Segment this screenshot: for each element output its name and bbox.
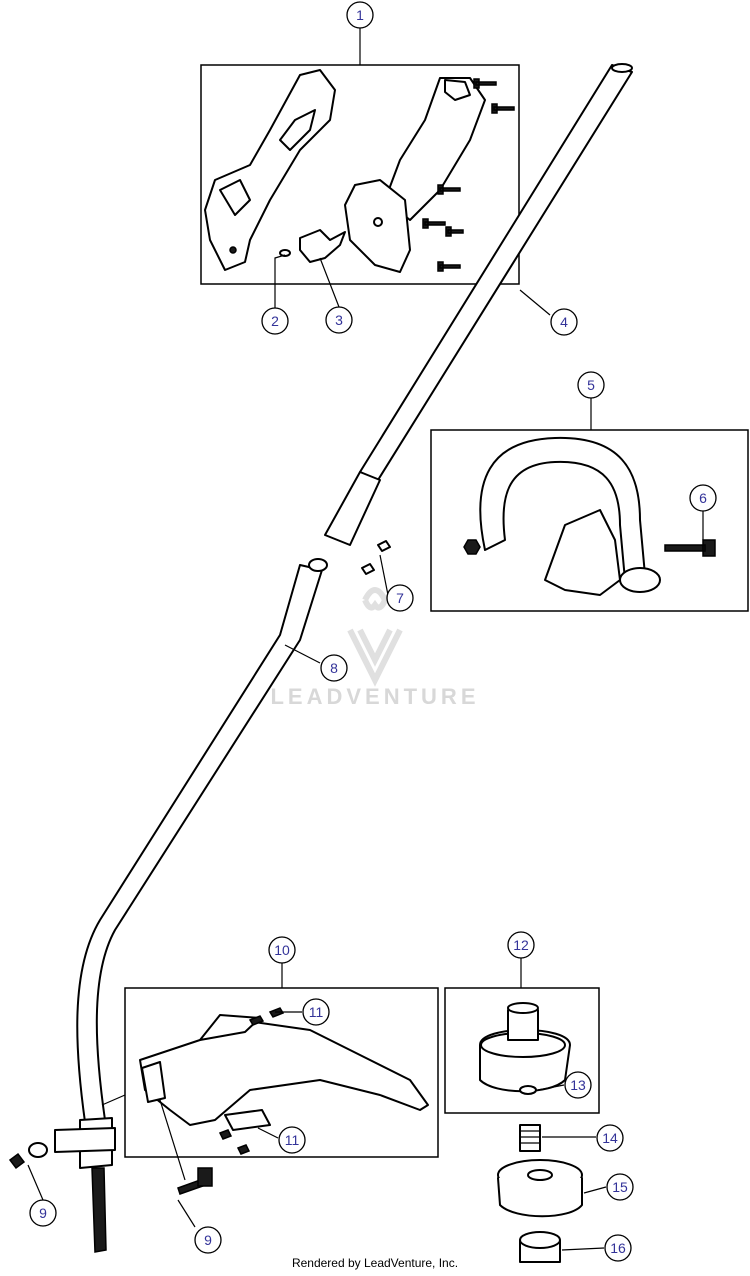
svg-text:9: 9 (204, 1232, 212, 1248)
callout-11-bottom: 11 (278, 1126, 306, 1154)
rear-handle-housing[interactable] (204, 69, 336, 271)
callout-9-left: 9 (29, 1199, 57, 1227)
callout-10: 10 (268, 936, 296, 964)
callout-9-center: 9 (194, 1226, 222, 1254)
svg-text:8: 8 (330, 660, 338, 676)
watermark-logo (347, 587, 403, 687)
svg-text:4: 4 (560, 314, 568, 330)
trigger-part-3[interactable] (299, 229, 346, 263)
assist-handle-box (430, 429, 749, 612)
hex-nut-part (463, 539, 481, 555)
svg-text:13: 13 (570, 1077, 586, 1093)
svg-text:7: 7 (396, 590, 404, 606)
clamp[interactable] (54, 1127, 116, 1153)
screws-handle (422, 78, 515, 272)
watermark-text: LEADVENTURE (270, 684, 479, 709)
screws-part-11-top (248, 1007, 285, 1026)
svg-text:6: 6 (699, 490, 707, 506)
spring-part-14 (519, 1124, 541, 1152)
svg-text:9: 9 (39, 1205, 47, 1221)
svg-text:3: 3 (335, 312, 343, 328)
spool-housing-box (444, 987, 600, 1114)
wing-nut-washer (8, 1142, 48, 1170)
assist-handle-loop[interactable] (479, 436, 661, 596)
knob-part-16[interactable] (519, 1231, 561, 1263)
svg-text:11: 11 (309, 1004, 324, 1020)
callout-3: 3 (325, 306, 353, 334)
spool-part-15[interactable] (497, 1159, 583, 1218)
upper-shaft[interactable] (324, 63, 633, 546)
spring-part-2 (279, 249, 291, 257)
footer-credit: Rendered by LeadVenture, Inc. (291, 1256, 459, 1270)
callout-13: 13 (564, 1071, 592, 1099)
callout-2: 2 (261, 307, 289, 335)
svg-text:15: 15 (612, 1179, 628, 1195)
svg-text:12: 12 (513, 937, 529, 953)
svg-text:16: 16 (610, 1240, 626, 1256)
svg-text:5: 5 (587, 377, 595, 393)
callout-7: 7 (386, 584, 414, 612)
callout-4: 4 (550, 308, 578, 336)
svg-text:14: 14 (602, 1130, 618, 1146)
callout-16: 16 (604, 1234, 632, 1262)
callout-5: 5 (577, 371, 605, 399)
bolt-part-6 (664, 539, 716, 557)
svg-text:2: 2 (271, 313, 279, 329)
leader-lines (27, 28, 704, 1251)
svg-text:10: 10 (274, 942, 290, 958)
callout-6: 6 (689, 484, 717, 512)
eyelet-part-13 (519, 1085, 537, 1095)
trimmer-guard[interactable] (139, 1014, 429, 1126)
callout-15: 15 (606, 1173, 634, 1201)
svg-text:1: 1 (356, 7, 364, 23)
callout-11-top: 11 (302, 998, 330, 1026)
callout-8: 8 (320, 654, 348, 682)
callout-1: 1 (346, 1, 374, 29)
screws-part-7 (361, 540, 391, 575)
handle-tube[interactable] (384, 77, 486, 221)
bolt-part-9 (177, 1167, 213, 1195)
spool-housing[interactable] (479, 1002, 571, 1093)
cutter-blade-part-11 (218, 1109, 271, 1155)
callout-14: 14 (596, 1124, 624, 1152)
svg-text:11: 11 (285, 1132, 300, 1148)
handle-cover[interactable] (344, 179, 411, 273)
callout-12: 12 (507, 931, 535, 959)
